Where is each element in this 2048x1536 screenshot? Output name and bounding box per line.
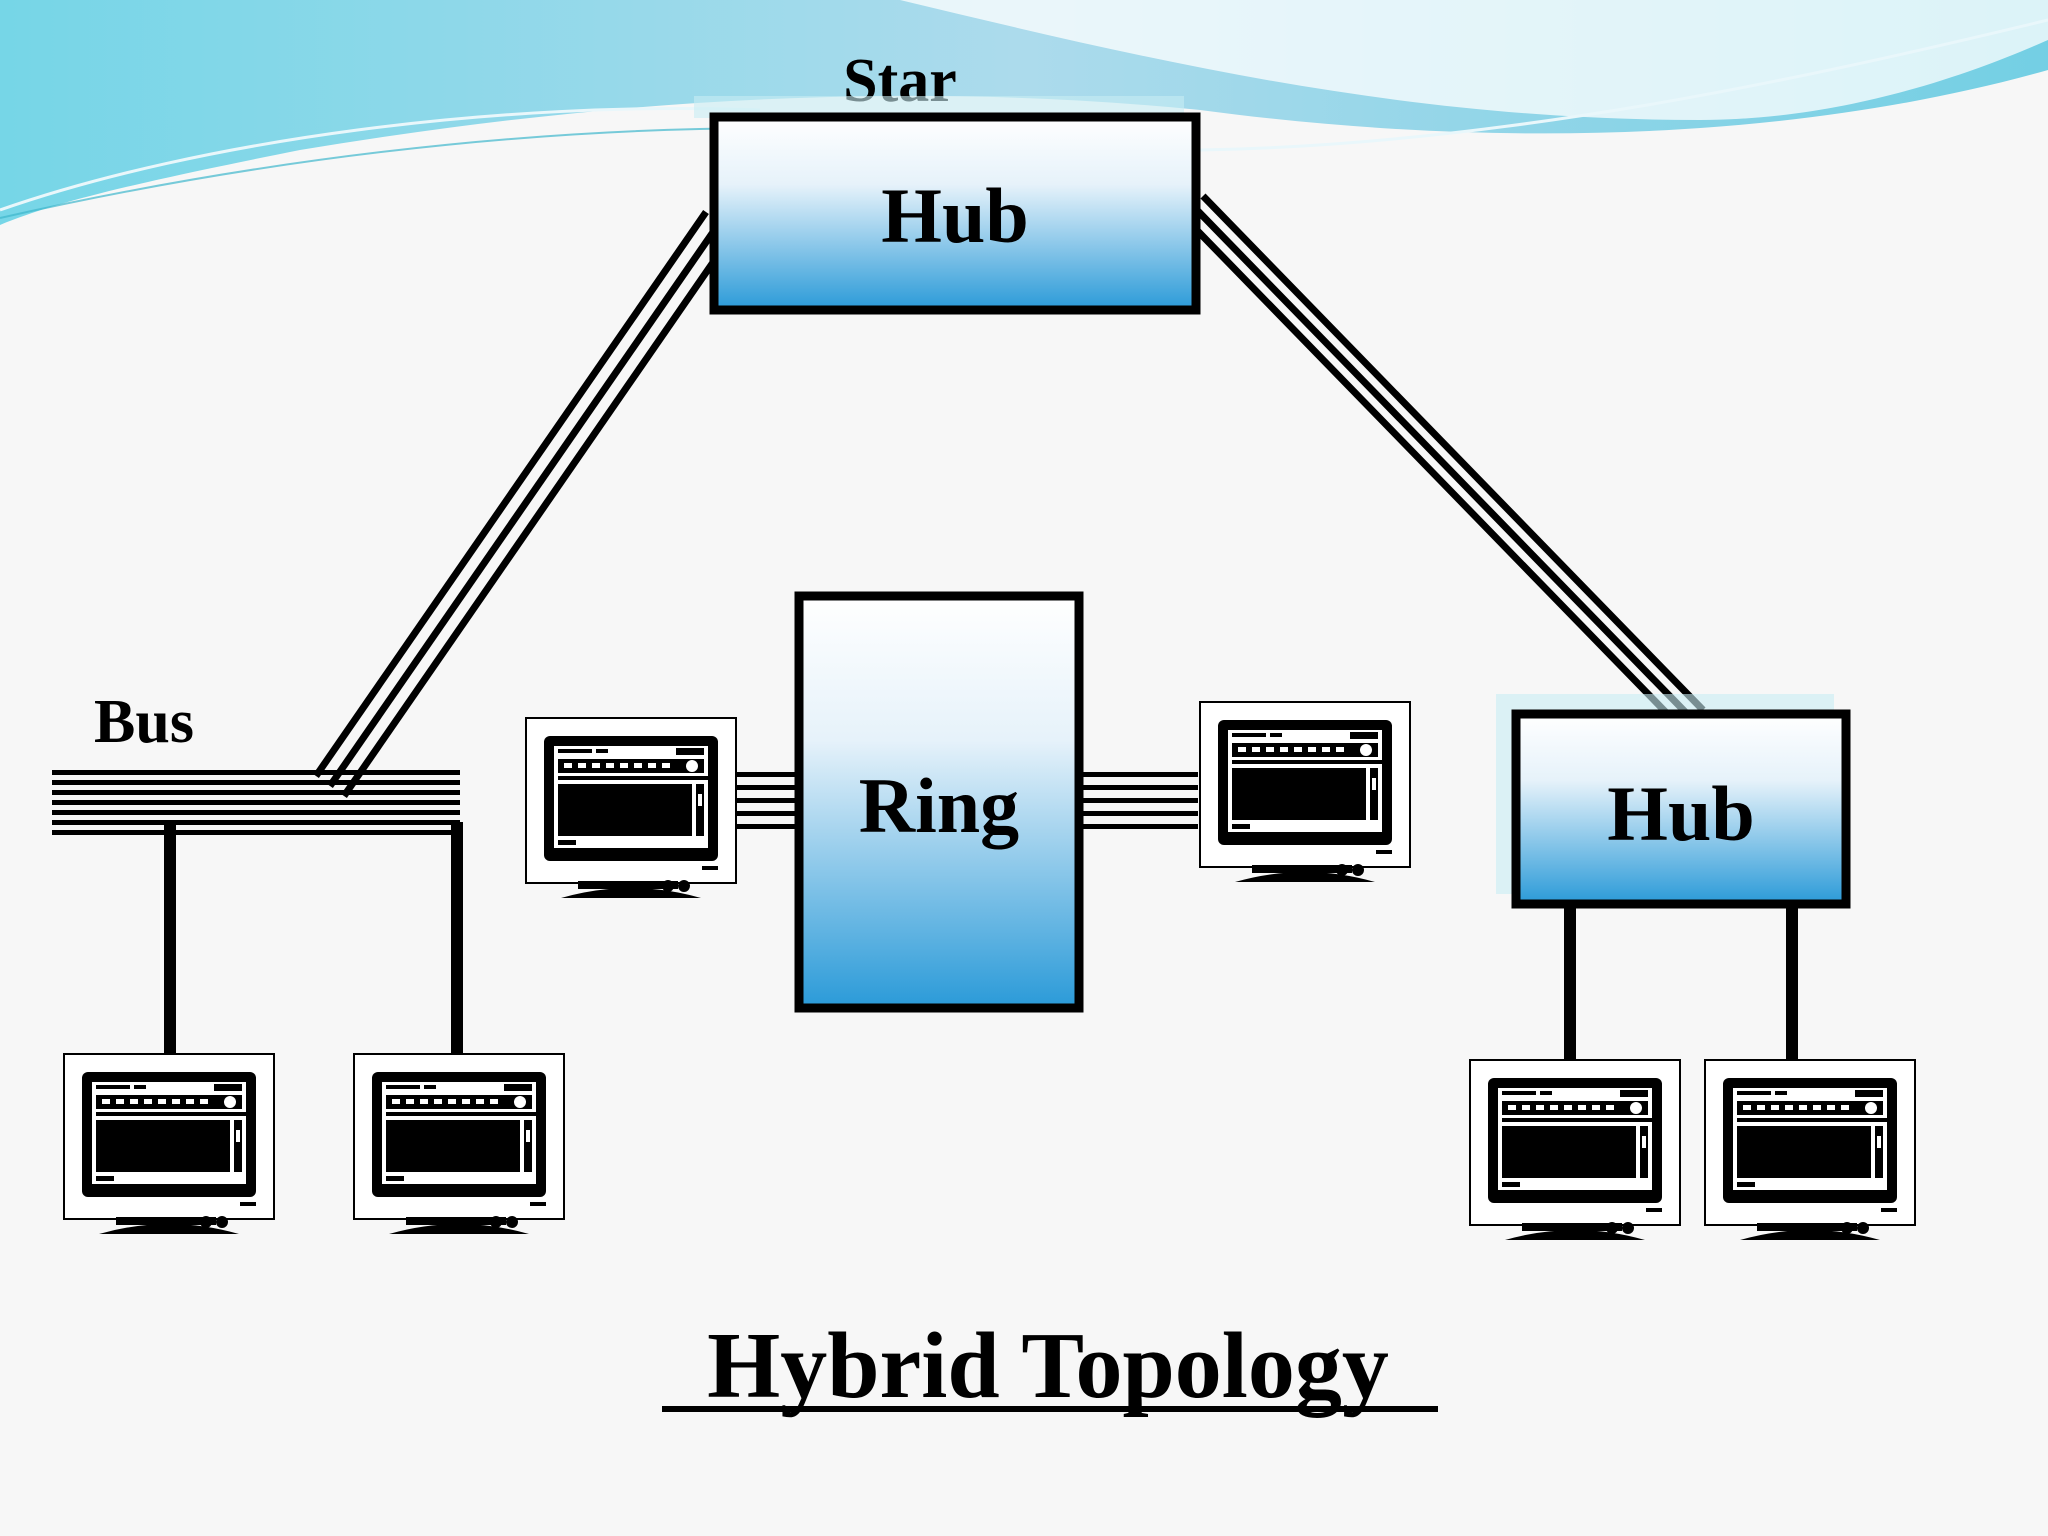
diagram-title: Hybrid Topology: [707, 1314, 1389, 1418]
computer-hub-2: [1704, 1059, 1916, 1241]
hub-drop-1: [1564, 906, 1576, 1076]
computer-ring-right: [1199, 701, 1411, 883]
hub-right-label: Hub: [1607, 770, 1754, 857]
bus-backbone: [52, 770, 460, 835]
computer-bus-2: [353, 1053, 565, 1235]
cable-hub-to-hub: [1184, 193, 1706, 737]
hub-right: Hub: [1496, 694, 1851, 909]
computer-ring-left: [525, 717, 737, 899]
ring-connector-left: [736, 772, 798, 829]
header-wave: [0, 0, 2048, 225]
ring-box: Ring: [794, 591, 1084, 1013]
bus-drop-2: [451, 822, 463, 1058]
bus-drop-1: [164, 822, 176, 1058]
hub-top: Hub: [694, 96, 1201, 315]
computer-bus-1: [63, 1053, 275, 1235]
ring-label: Ring: [859, 762, 1019, 849]
title-underline: [662, 1406, 1438, 1412]
bus-label: Bus: [94, 688, 194, 756]
cable-hub-to-bus: [313, 210, 737, 798]
hub-top-label: Hub: [881, 172, 1028, 259]
hub-drop-2: [1786, 906, 1798, 1076]
ring-connector-right: [1080, 772, 1198, 829]
computer-hub-1: [1469, 1059, 1681, 1241]
